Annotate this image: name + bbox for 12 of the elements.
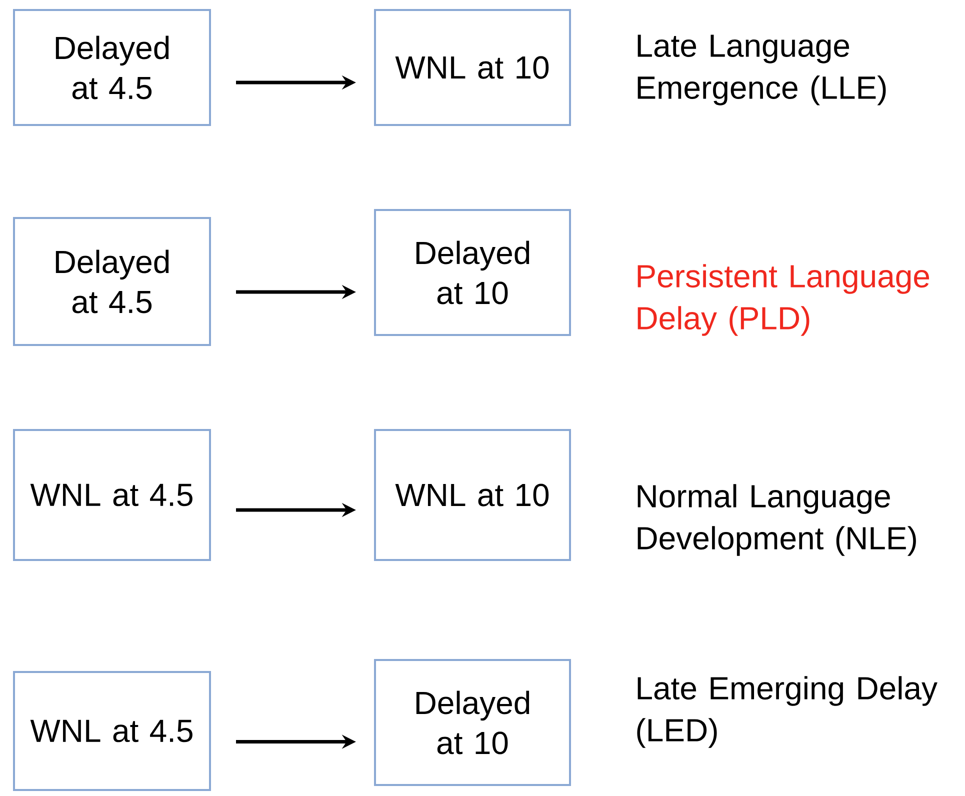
process-box: Delayed at 10 <box>374 209 571 336</box>
process-box: Delayed at 4.5 <box>13 217 211 346</box>
process-box: Delayed at 4.5 <box>13 9 211 126</box>
process-box: WNL at 4.5 <box>13 671 211 791</box>
process-box: Delayed at 10 <box>374 659 571 786</box>
outcome-label: Late Emerging Delay (LED) <box>637 676 938 748</box>
process-box: WNL at 4.5 <box>13 429 211 561</box>
process-box: WNL at 10 <box>374 429 571 561</box>
outcome-label: Normal Language Development (NLE) <box>638 484 916 556</box>
process-box: WNL at 10 <box>374 9 571 126</box>
outcome-label: Late Language Emergence (LLE) <box>638 34 886 106</box>
outcome-label: Persistent Language Delay (PLD) <box>638 264 930 336</box>
